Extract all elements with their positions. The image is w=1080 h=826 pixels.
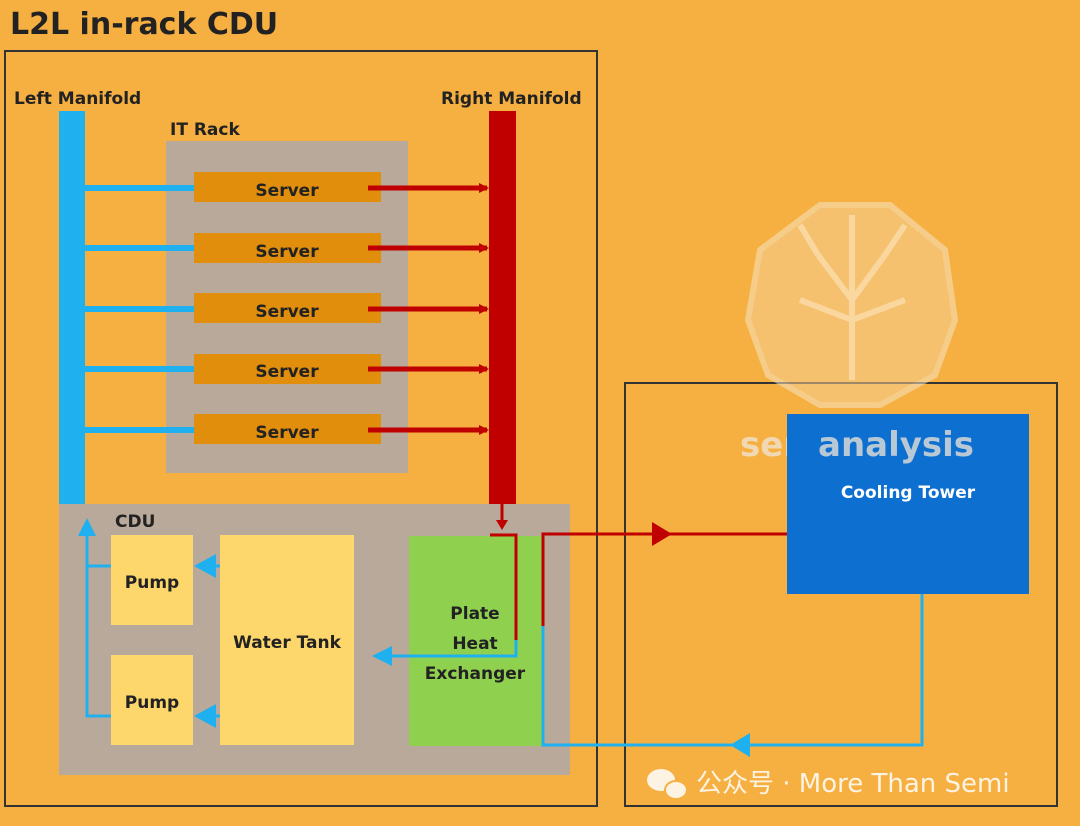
server-2 [194,233,381,263]
water-tank-label: Water Tank [233,633,342,653]
rack-boundary [4,50,598,807]
server-4-label: Server [255,362,319,382]
server-3 [194,293,381,323]
server-1 [194,172,381,202]
server-row-2: Server [85,233,489,263]
cdu-label: CDU [115,512,155,532]
server-5-label: Server [255,423,319,443]
right-manifold [489,111,516,504]
server-row-1: Server [85,172,489,202]
water-tank [220,535,354,745]
server-1-label: Server [255,181,319,201]
hx-to-tower-arrowhead [652,522,672,546]
pump-1 [111,535,193,625]
server-row-4: Server [85,354,489,384]
hx-to-tank-arrowhead [372,646,392,666]
server-4 [194,354,381,384]
wechat-icon [647,769,688,800]
tank-to-pump-1-arrowhead [194,554,216,578]
cooling-tower [787,414,1029,594]
pumps-to-manifold-line [85,564,111,718]
cooling-tower-label: Cooling Tower [841,483,976,503]
server-row-5: Server [85,414,489,444]
pump-1-label: Pump [125,573,179,593]
tower-to-hx-arrowhead [730,733,750,757]
it-rack-label: IT Rack [170,120,240,140]
server-row-3: Server [85,293,489,323]
hx-label-line-3: Exchanger [425,664,526,684]
right-manifold-label: Right Manifold [441,89,582,109]
pump-2-label: Pump [125,693,179,713]
watermark-text-right: analysis [818,425,974,465]
hx-label-line-2: Heat [452,634,497,654]
tower-to-hx-cold-line [541,594,924,747]
manifold-to-hx-arrowhead [496,520,508,530]
server-5 [194,414,381,444]
pump-2 [111,655,193,745]
server-3-label: Server [255,302,319,322]
hx-to-tower-hot-line [541,532,787,626]
hx-internal-hot-path [490,533,518,640]
hx-label-line-1: Plate [450,604,499,624]
left-manifold-label: Left Manifold [14,89,141,109]
hx-to-tank-line [380,640,518,658]
left-manifold [59,111,85,504]
manifold-feed-arrowhead [78,518,96,536]
plate-heat-exchanger [409,536,542,746]
diagram-title: L2L in-rack CDU [10,7,278,42]
credit-text: 公众号 · More Than Semi [696,769,1010,799]
server-2-label: Server [255,242,319,262]
watermark-logo [744,202,959,408]
tank-to-pump-2-arrowhead [194,704,216,728]
